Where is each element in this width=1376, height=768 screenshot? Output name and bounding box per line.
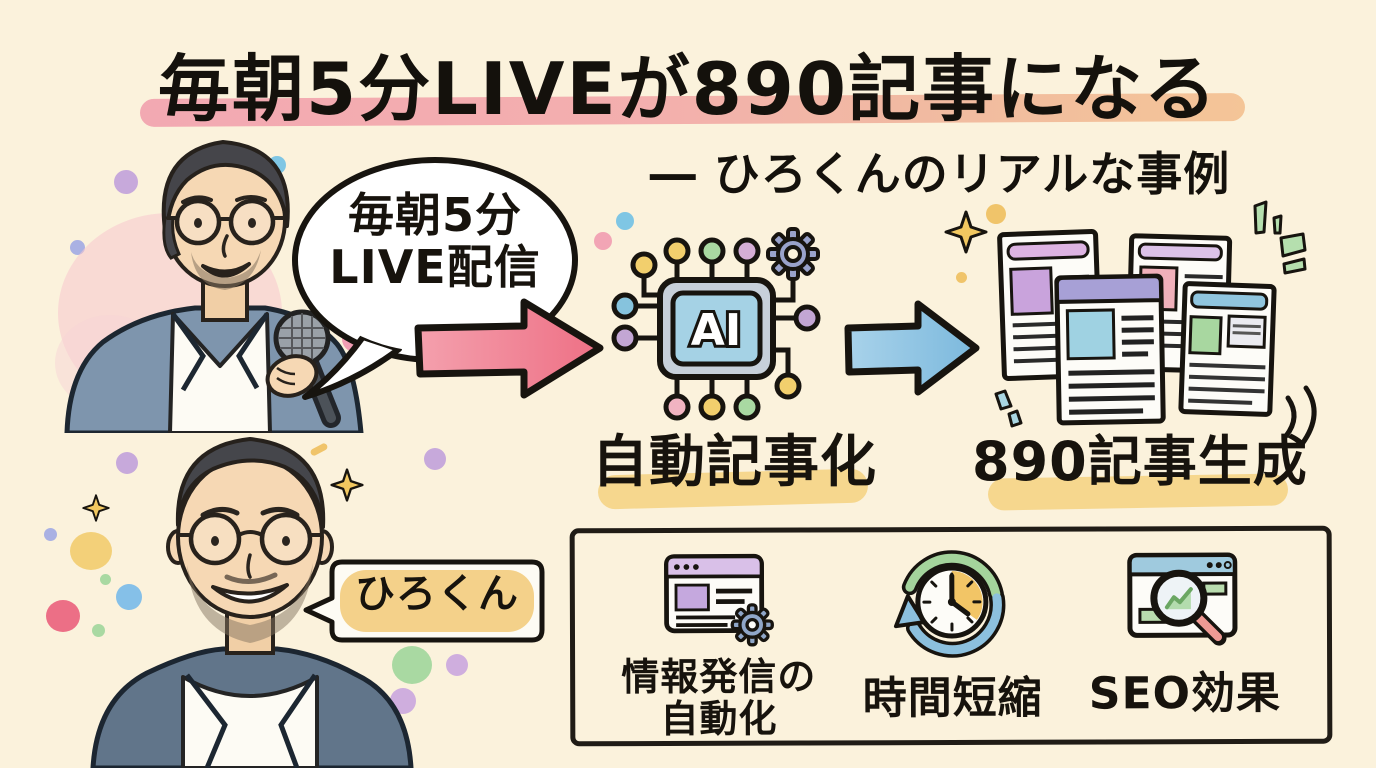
live-bubble-line2: LIVE配信 <box>329 239 541 294</box>
speech-bubble-icon <box>292 157 578 400</box>
motion-swoosh <box>1283 385 1317 447</box>
live-bubble-text: 毎朝5分 LIVE配信 <box>300 188 570 294</box>
benefit-item-seo: SEO効果 <box>1088 531 1281 740</box>
decor-dot <box>92 624 105 637</box>
sparkle-dashes <box>1253 200 1307 275</box>
article-card <box>1178 281 1277 417</box>
page-subtitle: ― ひろくんのリアルな事例 <box>649 147 1231 201</box>
page-title: 毎朝5分LIVEが890記事になる <box>158 47 1218 131</box>
decor-dot <box>70 532 112 570</box>
benefit-label-seo: SEO効果 <box>1088 667 1282 720</box>
output-label: 890記事生成 <box>972 430 1308 493</box>
benefit-label-time-saving: 時間短縮 <box>862 672 1043 725</box>
gear-icon <box>730 603 774 647</box>
decor-dot <box>100 574 111 585</box>
decor-dot <box>446 654 468 676</box>
glasses-icon <box>179 512 322 566</box>
decor-dot <box>956 272 967 283</box>
sparkle-icon <box>82 494 110 522</box>
decor-dot <box>986 204 1006 224</box>
decor-dot <box>594 232 612 250</box>
right-arrow-icon <box>414 298 604 399</box>
name-bubble-text: ひろくん <box>355 571 519 617</box>
browser-gear-icon <box>663 553 774 647</box>
ai-chip-icon: AI <box>611 227 821 421</box>
sparkle-dashes <box>994 389 1023 428</box>
benefit-item-time-saving: 時間短縮 <box>862 532 1043 741</box>
auto-article-label: 自動記事化 <box>592 430 877 495</box>
benefit-label-auto-publish: 情報発信の 自動化 <box>621 654 817 742</box>
jacket <box>90 646 414 768</box>
benefits-box: 情報発信の 自動化 時間短縮 <box>569 525 1333 747</box>
hair <box>175 437 326 529</box>
gear-icon <box>766 227 820 281</box>
ai-chip-text: AI <box>691 305 741 356</box>
benefit-item-auto-publish: 情報発信の 自動化 <box>621 532 817 741</box>
decor-dot <box>114 170 138 194</box>
decor-dot <box>70 240 85 255</box>
live-bubble-line1: 毎朝5分 <box>347 188 522 242</box>
decor-dot <box>616 212 634 230</box>
magnifier-icon <box>1150 569 1227 646</box>
speaker-portrait-illustration <box>55 140 364 433</box>
right-arrow-icon <box>844 300 980 396</box>
seo-search-icon <box>1127 552 1238 646</box>
article-stack-icon <box>994 200 1317 447</box>
decor-dot <box>44 528 57 541</box>
sparkle-icon <box>330 468 364 502</box>
decor-dot <box>116 452 138 474</box>
sparkle-icon <box>944 210 988 254</box>
clock-history-icon <box>894 550 1006 658</box>
name-bubble-icon <box>303 559 545 643</box>
hirokun-portrait-illustration <box>90 437 414 768</box>
decor-dot <box>46 600 80 632</box>
decor-dot <box>424 448 446 470</box>
decor-dot <box>116 584 142 610</box>
article-card <box>1054 273 1166 426</box>
decor-dot <box>392 646 432 684</box>
hair <box>161 140 290 232</box>
